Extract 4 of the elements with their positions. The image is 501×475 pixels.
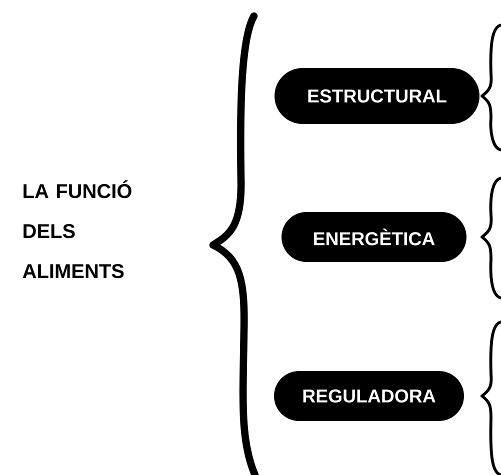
pill-label: REGULADORA: [274, 371, 464, 421]
title-text: LA FUNCIÓ DELS ALIMENTS: [22, 180, 132, 278]
pill-label: ESTRUCTURAL: [274, 68, 480, 124]
pill-label: ENERGÈTICA: [282, 212, 466, 262]
